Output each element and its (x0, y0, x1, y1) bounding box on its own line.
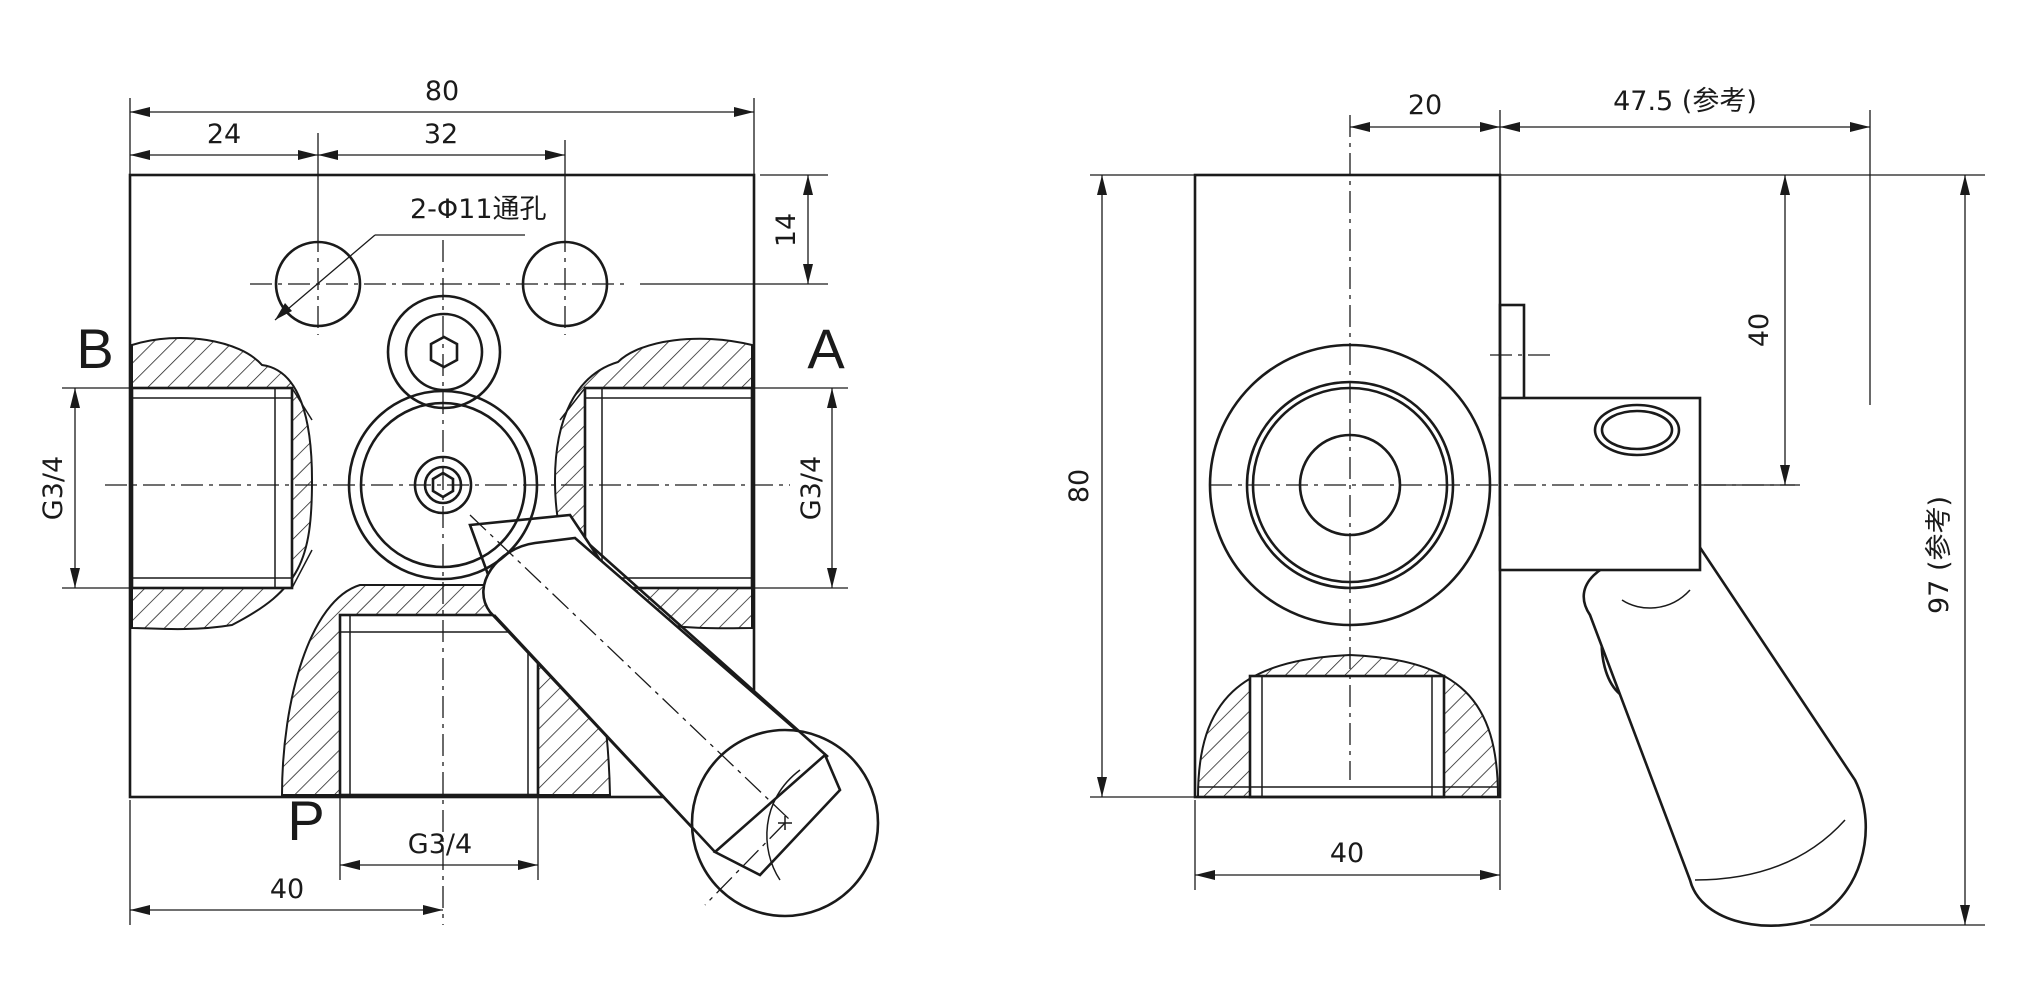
knob-line (766, 769, 801, 881)
thread-left: G3/4 (38, 456, 69, 520)
side-dim-axis-offset: 20 (1408, 90, 1442, 121)
side-dim-handle-reach: 47.5 (参考) (1613, 86, 1757, 117)
front-arrowheads (70, 107, 837, 915)
thread-bottom: G3/4 (408, 829, 472, 860)
port-threads (132, 387, 752, 795)
side-dimension-lines (1090, 110, 1985, 926)
handle-joint (712, 752, 842, 877)
handle-edge-upper (589, 544, 829, 758)
port-a-label: A (807, 317, 845, 380)
port-p-label: P (287, 789, 324, 852)
port-p-bore (338, 613, 540, 797)
front-centre-lines (105, 230, 791, 925)
side-cross-hole-outer (1593, 403, 1681, 457)
side-dim-body-width: 40 (1330, 838, 1364, 869)
side-dim-overall-height: 97 (参考) (1924, 496, 1955, 614)
thread-right: G3/4 (796, 456, 827, 520)
hex-socket (429, 335, 459, 369)
dim-total-width: 80 (425, 76, 459, 107)
port-b-label: B (76, 317, 113, 380)
plug-boss (386, 294, 502, 410)
side-dim-axis-height: 40 (1744, 313, 1775, 347)
side-centre-lines (1210, 115, 1795, 780)
dim-left-offset: 24 (207, 119, 241, 150)
plug-face (404, 312, 484, 392)
front-dimension-lines (62, 98, 848, 925)
port-a-bore (583, 386, 754, 590)
side-handle-edge (1621, 589, 1691, 609)
side-handle-hub (1498, 396, 1702, 572)
front-view: 80 24 32 2-Φ11通孔 14 B A P G3/4 G3/4 G3/4… (38, 76, 880, 925)
side-arrowheads (1097, 122, 1970, 925)
side-dim-body-height: 80 (1064, 469, 1095, 503)
knob-centre-mark (778, 816, 792, 830)
hole-callout: 2-Φ11通孔 (410, 194, 547, 225)
side-view: 20 47.5 (参考) 40 80 40 97 (参考) (1064, 86, 1985, 927)
dim-center-x: 40 (270, 874, 304, 905)
side-cross-hole-inner (1600, 409, 1674, 451)
side-knob-edge (1694, 819, 1846, 881)
port-b-bore (130, 386, 294, 590)
side-handle-grip (1582, 538, 1868, 927)
dim-top-offset: 14 (771, 213, 802, 247)
side-port-bore (1248, 674, 1446, 799)
handle-edge-lower (493, 614, 716, 853)
valve-body-outline (128, 173, 756, 799)
dim-hole-spacing: 32 (424, 119, 458, 150)
